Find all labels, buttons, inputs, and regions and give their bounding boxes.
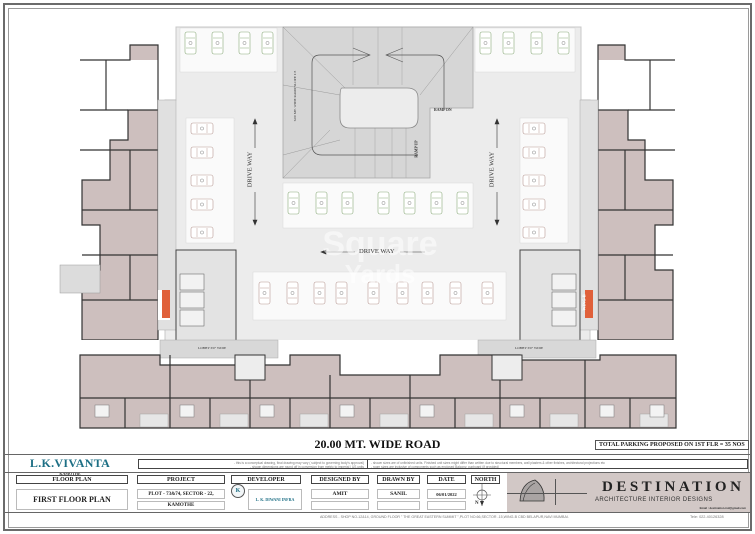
date-value: 06/01/2022 xyxy=(427,489,466,499)
firm-logo-icon xyxy=(519,479,545,502)
svg-text:Yards: Yards xyxy=(345,259,416,289)
right-wing-units xyxy=(519,44,676,346)
header-developer: DEVELOPER xyxy=(231,475,301,484)
left-wing-units xyxy=(59,44,237,346)
driveway-label-center: DRIVE WAY xyxy=(359,248,395,255)
north-arrow-icon xyxy=(473,484,491,506)
notes-left: - this is a conceptual drawing, final dr… xyxy=(138,459,368,469)
note-line: - shown sizes are of unfinished units. F… xyxy=(371,461,605,465)
ramp-down-label: RAMP DN xyxy=(434,108,452,112)
header-floor-plan: FLOOR PLAN xyxy=(16,475,128,484)
firm-telephone: Tele: 022-40126328 xyxy=(690,515,724,519)
wing-b-tag xyxy=(585,290,593,318)
developer-value: L. K. DIWANI INFRA xyxy=(248,489,302,510)
wing-a-tag xyxy=(162,290,170,318)
designed-by-value: AMIT xyxy=(311,489,369,499)
lobby-label-left: LOBBY 6'0" WIDE xyxy=(198,346,227,350)
wing-b-label: WING-B xyxy=(581,294,587,311)
floor-plan-value: FIRST FLOOR PLAN xyxy=(16,489,128,510)
drawing-sheet-inner-border xyxy=(8,8,749,528)
lobby-label-right: LOBBY 6'0" WIDE xyxy=(515,346,544,350)
title-block-divider-top xyxy=(5,454,750,455)
north-letter: N xyxy=(475,501,479,506)
project-brand: L.K.VIVANTA KAMOTHE xyxy=(20,456,120,476)
note-line: - this is a conceptual drawing, final dr… xyxy=(233,461,364,465)
svg-text:Square: Square xyxy=(322,225,437,263)
ramp-up-label: RAMP UP xyxy=(414,140,419,158)
ramp-slope-label: 6.00 MT. WIDE RAMP SLOPE 1:8 xyxy=(293,70,298,122)
header-date: DATE xyxy=(427,475,466,484)
project-value-line1: PLOT - 73&74, SECTOR - 22, xyxy=(137,489,225,499)
project-location: KAMOTHE xyxy=(59,471,81,476)
header-north: NORTH xyxy=(471,475,500,484)
firm-name: DESTINATION xyxy=(602,479,745,495)
developer-logo-icon: K xyxy=(231,484,245,498)
note-line: - room sizes are inclusive of components… xyxy=(371,465,500,469)
driveway-label-right: DRIVE WAY xyxy=(488,151,496,188)
wing-a-label: WING-A xyxy=(157,294,163,311)
designed-by-blank xyxy=(311,501,369,510)
firm-rule-left xyxy=(507,493,587,494)
firm-address: ADDRESS - SHOP NO-12&14, GROUND FLOOR " … xyxy=(320,515,569,519)
firm-block: DESTINATION ARCHITECTURE INTERIOR DESIGN… xyxy=(507,473,750,512)
notes-right: - shown sizes are of unfinished units. F… xyxy=(367,459,748,469)
drawn-by-blank xyxy=(377,501,420,510)
header-designed-by: DESIGNED BY xyxy=(311,475,369,484)
drawn-by-value: SANIL xyxy=(377,489,420,499)
road-label: 20.00 MT. WIDE ROAD xyxy=(314,437,441,451)
firm-rule-vertical xyxy=(555,479,556,505)
ramp xyxy=(282,26,474,179)
firm-email: Email : destination.ind@gmail.com xyxy=(699,506,746,510)
total-parking-label: TOTAL PARKING PROPOSED ON 1ST FLR = 35 N… xyxy=(595,440,749,450)
date-blank xyxy=(427,501,466,510)
title-block-divider-mid xyxy=(5,472,750,473)
driveway-label-left: DRIVE WAY xyxy=(246,151,254,188)
project-name: L.K.VIVANTA xyxy=(29,456,111,470)
note-line: - shown dimensions are round off in conv… xyxy=(250,465,364,469)
bottom-row-units xyxy=(78,339,678,430)
drawing-sheet-border xyxy=(3,3,752,531)
floor-plan-drawing: Square Yards xyxy=(59,26,678,430)
title-block-divider-bottom xyxy=(5,512,750,513)
firm-tagline: ARCHITECTURE INTERIOR DESIGNS xyxy=(595,497,713,503)
header-project: PROJECT xyxy=(137,475,225,484)
project-value-line2: KAMOTHE xyxy=(137,501,225,510)
header-drawn-by: DRAWN BY xyxy=(377,475,420,484)
